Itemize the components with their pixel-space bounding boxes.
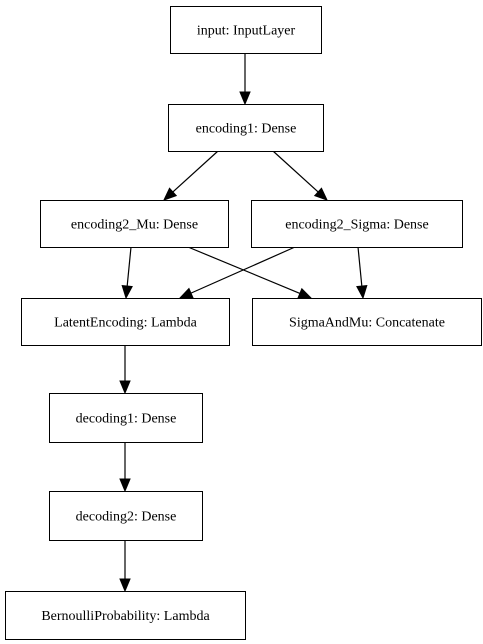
node-box bbox=[49, 491, 203, 541]
arrowhead-icon bbox=[163, 187, 178, 201]
node-box bbox=[21, 298, 230, 346]
node-encoding2-mu: encoding2_Mu: Dense bbox=[40, 200, 229, 248]
node-input: input: InputLayer bbox=[170, 6, 322, 54]
node-label: LatentEncoding: Lambda bbox=[54, 316, 197, 331]
node-box bbox=[168, 104, 324, 152]
arrowhead-icon bbox=[119, 578, 131, 593]
arrowhead-icon bbox=[313, 187, 328, 201]
arrowhead-icon bbox=[119, 380, 131, 395]
node-label: decoding2: Dense bbox=[76, 510, 177, 525]
edge-line bbox=[172, 150, 219, 193]
edge-line bbox=[357, 246, 363, 287]
edge-encoding2-mu-to-sigma-and-mu bbox=[187, 246, 313, 299]
edge-decoding1-to-decoding2 bbox=[119, 442, 131, 493]
node-box bbox=[5, 591, 246, 640]
arrowhead-icon bbox=[297, 287, 313, 299]
edge-line bbox=[126, 246, 132, 287]
node-label: encoding2_Mu: Dense bbox=[71, 218, 198, 233]
edge-encoding2-sigma-to-latent-encoding bbox=[178, 246, 296, 299]
edge-encoding1-to-encoding2-mu bbox=[163, 150, 219, 201]
arrowhead-icon bbox=[121, 284, 133, 300]
edge-encoding1-to-encoding2-sigma bbox=[272, 150, 328, 201]
node-label: encoding1: Dense bbox=[196, 122, 297, 137]
node-label: decoding1: Dense bbox=[76, 412, 177, 427]
nodes-layer: input: InputLayer encoding1: Dense encodin… bbox=[5, 6, 482, 640]
node-latent-encoding: LatentEncoding: Lambda bbox=[21, 298, 230, 346]
edge-encoding2-mu-to-latent-encoding bbox=[121, 246, 133, 300]
node-box bbox=[40, 200, 229, 248]
arrowhead-icon bbox=[178, 287, 194, 299]
node-encoding2-sigma: encoding2_Sigma: Dense bbox=[251, 200, 463, 248]
node-box bbox=[49, 393, 203, 443]
node-sigma-and-mu: SigmaAndMu: Concatenate bbox=[252, 298, 482, 346]
edge-input-to-encoding1 bbox=[239, 53, 251, 106]
edge-line bbox=[272, 150, 319, 193]
node-box bbox=[251, 200, 463, 248]
edge-encoding2-sigma-to-sigma-and-mu bbox=[356, 246, 368, 300]
arrowhead-icon bbox=[356, 284, 368, 300]
node-label: encoding2_Sigma: Dense bbox=[285, 218, 428, 233]
node-label: BernoulliProbability: Lambda bbox=[41, 609, 210, 624]
edge-latent-encoding-to-decoding1 bbox=[119, 345, 131, 395]
edge-decoding2-to-bernoulli-probability bbox=[119, 540, 131, 593]
node-box bbox=[170, 6, 322, 54]
arrowhead-icon bbox=[119, 478, 131, 493]
node-encoding1: encoding1: Dense bbox=[168, 104, 324, 152]
node-box bbox=[252, 298, 482, 346]
edge-line bbox=[190, 246, 296, 294]
node-bernoulli-probability: BernoulliProbability: Lambda bbox=[5, 591, 246, 640]
node-label: input: InputLayer bbox=[197, 24, 296, 39]
arrowhead-icon bbox=[239, 91, 251, 106]
node-decoding1: decoding1: Dense bbox=[49, 393, 203, 443]
node-label: SigmaAndMu: Concatenate bbox=[289, 316, 445, 331]
node-decoding2: decoding2: Dense bbox=[49, 491, 203, 541]
